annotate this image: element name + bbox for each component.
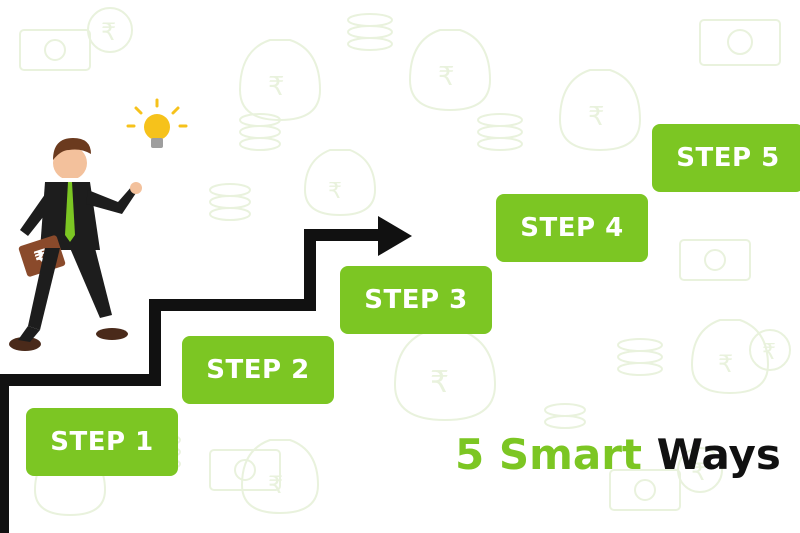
coin-stack-icon [477, 113, 523, 151]
step-3-badge: STEP 3 [340, 266, 492, 334]
coin-stack-icon [347, 13, 393, 51]
step-1-label: STEP 1 [50, 427, 154, 457]
tagline-rest: Ways [656, 430, 781, 479]
rupee-icon: ₹ [677, 447, 723, 493]
hair [53, 138, 91, 160]
svg-text:₹: ₹ [438, 62, 455, 92]
leg-back [28, 248, 60, 330]
head [53, 146, 87, 180]
lightbulb-icon [126, 98, 188, 148]
banknote-icon [699, 19, 781, 66]
coin-stack-icon [209, 183, 251, 221]
tagline: 5 Smart Ways [455, 430, 781, 479]
step-5-badge: STEP 5 [652, 124, 800, 192]
svg-text:₹: ₹ [718, 350, 733, 378]
step-4-label: STEP 4 [520, 213, 624, 243]
money-bag-icon: ₹ [408, 29, 492, 112]
banknote-icon [609, 469, 681, 511]
svg-text:₹: ₹ [691, 458, 706, 486]
shoe [96, 328, 128, 340]
step-2-label: STEP 2 [206, 355, 310, 385]
svg-text:₹: ₹ [588, 102, 605, 132]
coin-stack-icon [239, 113, 281, 151]
tagline-highlight: 5 Smart [455, 430, 642, 479]
banknote-icon [19, 29, 91, 71]
rupee-icon: ₹ [749, 329, 791, 371]
coin-stack-icon [617, 338, 663, 376]
money-bag-icon: ₹ [303, 149, 377, 217]
money-bag-icon: ₹ [558, 69, 642, 152]
step-2-badge: STEP 2 [182, 336, 334, 404]
svg-text:₹: ₹ [101, 18, 116, 46]
step-3-label: STEP 3 [364, 285, 468, 315]
svg-text:₹: ₹ [328, 179, 342, 204]
svg-text:₹: ₹ [268, 72, 285, 102]
step-5-label: STEP 5 [676, 143, 780, 173]
leg-front [70, 248, 112, 318]
svg-text:₹: ₹ [430, 365, 449, 400]
coin-stack-icon [544, 403, 586, 429]
step-1-badge: STEP 1 [26, 408, 178, 476]
shoe [9, 337, 41, 351]
staircase-line [0, 229, 395, 533]
rupee-icon: ₹ [87, 7, 133, 53]
banknote-icon [209, 449, 281, 491]
banknote-icon [679, 239, 751, 281]
step-4-badge: STEP 4 [496, 194, 648, 262]
money-bag-icon: ₹ [393, 329, 497, 422]
businessman-illustration: ₹ [9, 98, 188, 351]
svg-text:₹: ₹ [762, 340, 776, 365]
money-bag-icon: ₹ [690, 319, 770, 395]
arrow-right-icon [378, 216, 412, 256]
tie [65, 182, 75, 242]
raised-arm [86, 186, 138, 214]
